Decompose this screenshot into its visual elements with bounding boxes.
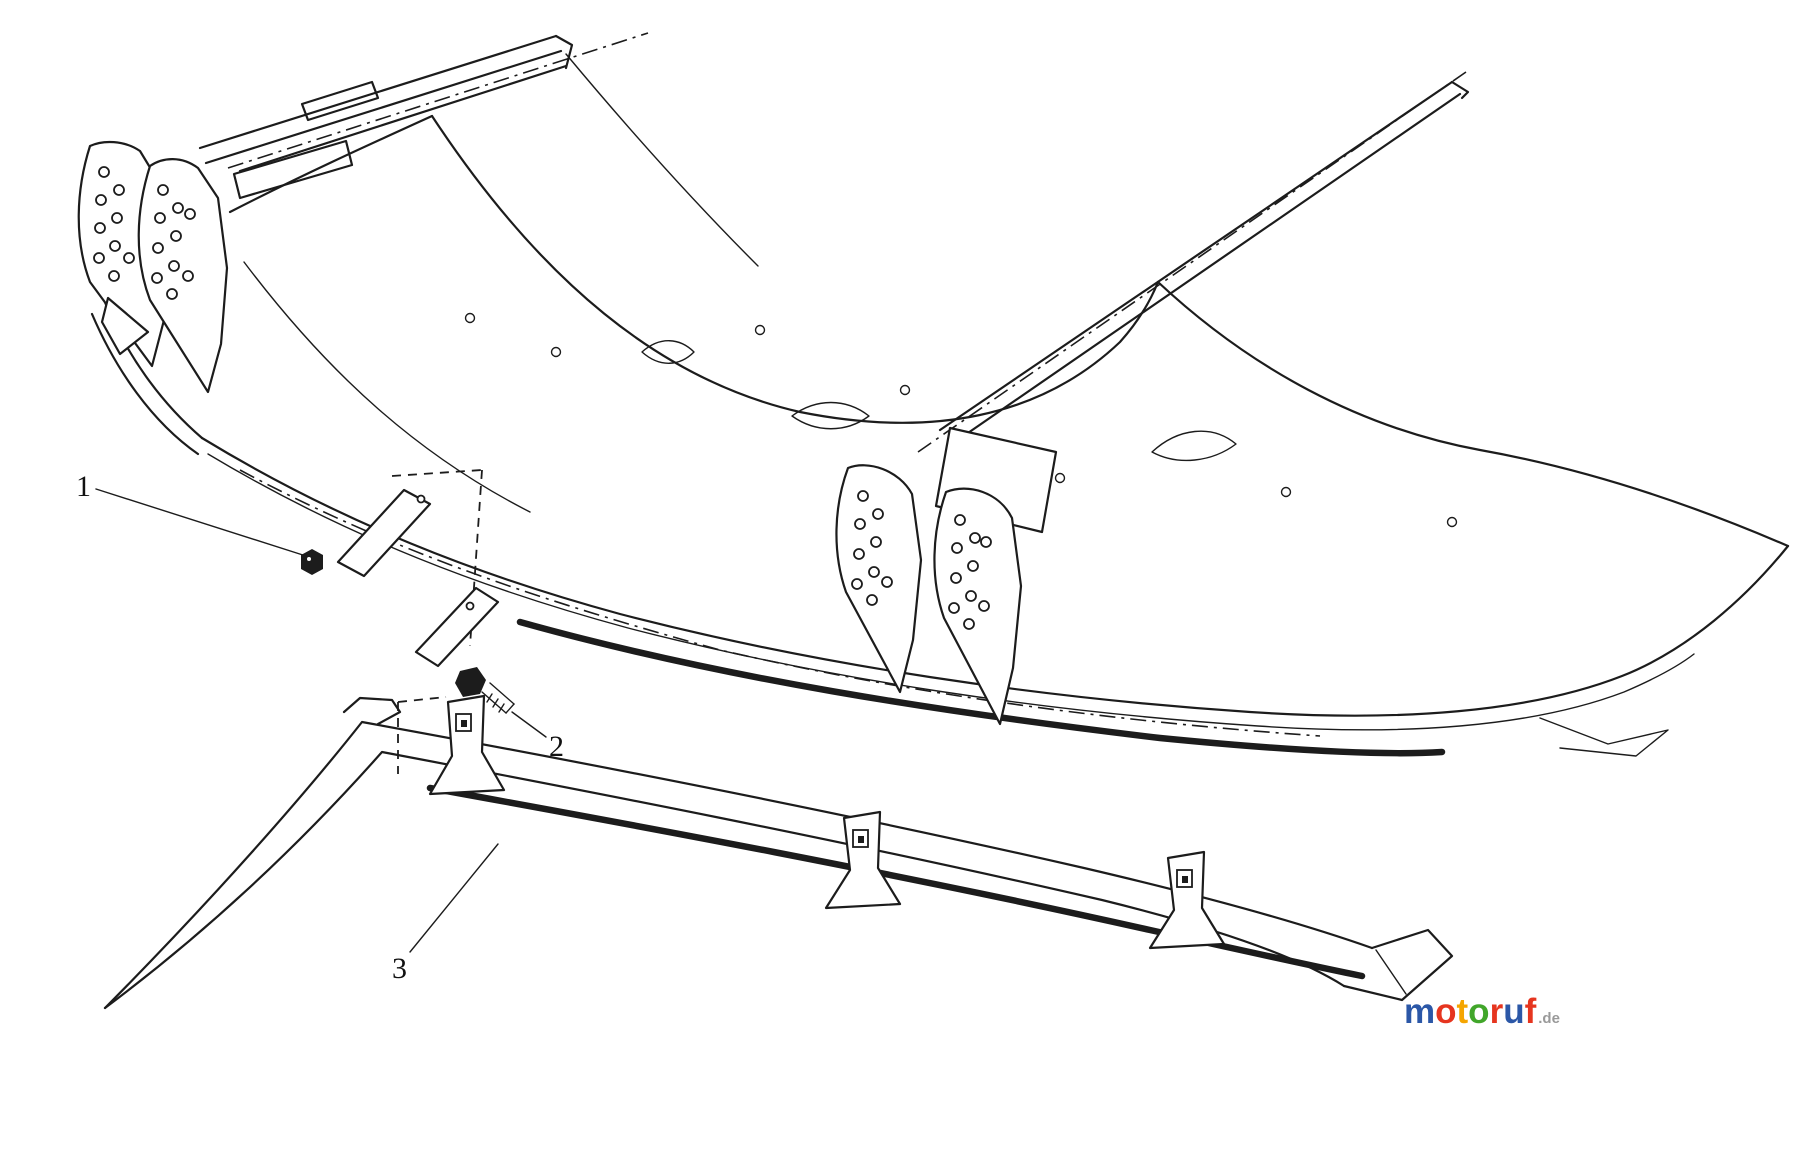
motoruf-logo: m o t o r u f .de	[1404, 994, 1560, 1029]
callout-2-label: 2	[549, 730, 564, 763]
logo-letter-u: u	[1503, 992, 1525, 1031]
right-bracket-assembly	[835, 426, 1058, 726]
right-rail	[917, 71, 1470, 453]
scraper-blade-part: 3	[103, 694, 1454, 1010]
callout-1-label: 1	[76, 470, 91, 503]
logo-letter-o2: o	[1468, 992, 1490, 1031]
logo-letter-m: m	[1404, 992, 1436, 1031]
blade-tab-right	[1148, 850, 1226, 950]
logo-letter-r: r	[1489, 992, 1504, 1031]
blade-tab-middle	[824, 810, 902, 910]
callout-3-label: 3	[392, 952, 407, 985]
top-rail	[198, 32, 649, 200]
nut-part: 1	[76, 470, 323, 575]
logo-suffix: .de	[1538, 1010, 1560, 1027]
bolt-part: 2	[455, 667, 564, 763]
blade-tab-left	[428, 694, 506, 796]
logo-letter-f: f	[1524, 992, 1537, 1031]
logo-letter-t: t	[1456, 992, 1469, 1031]
deck-outline	[90, 53, 1790, 757]
left-bracket-assembly	[77, 140, 229, 394]
deflector-plates	[336, 469, 500, 668]
logo-letter-o1: o	[1435, 992, 1457, 1031]
